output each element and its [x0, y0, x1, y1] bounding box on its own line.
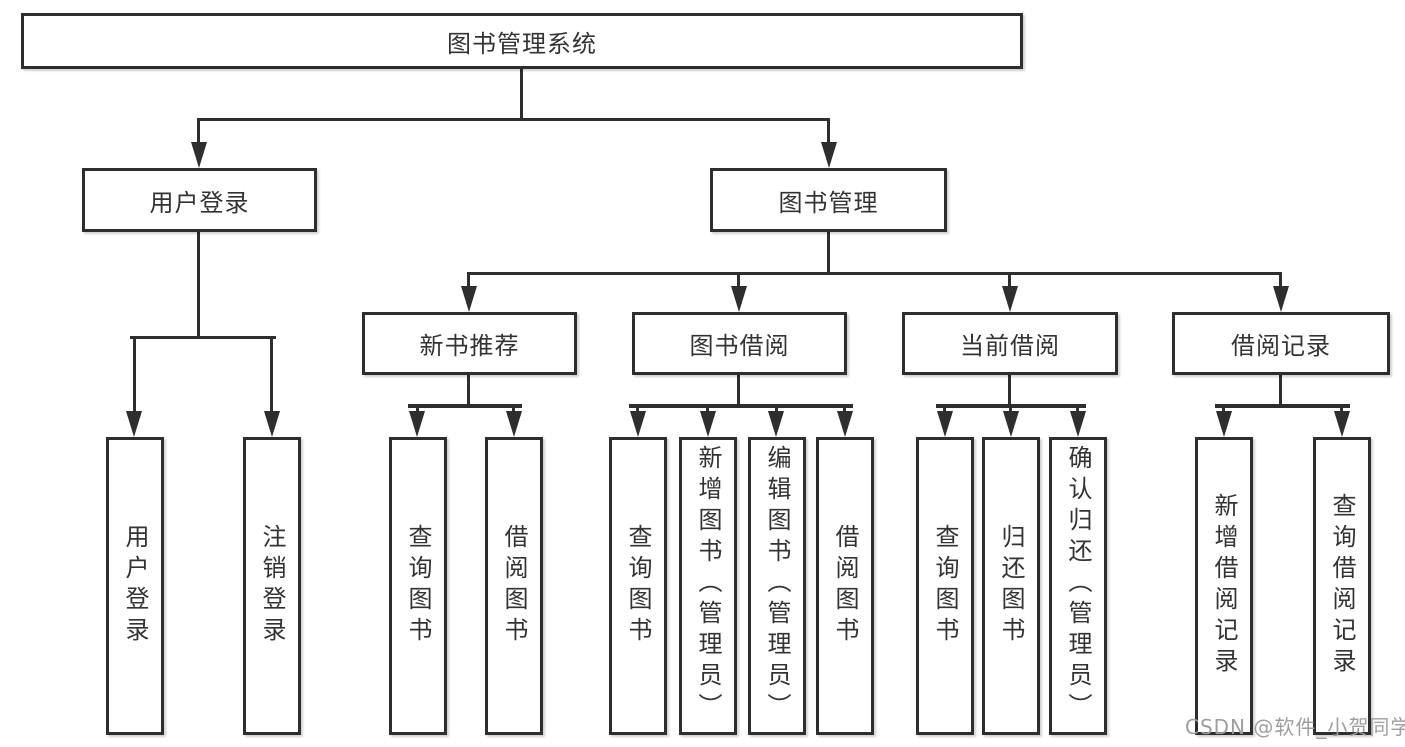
- leaf-query-borrow-record: 查询借阅记录: [1313, 437, 1371, 735]
- node-root-library-system: 图书管理系统: [21, 13, 1023, 69]
- leaf-label: 编辑图书（管理员）: [763, 445, 791, 724]
- arrow-down-icon: [409, 411, 425, 437]
- arrow-down-icon: [630, 411, 646, 437]
- leaf-label: 新增图书（管理员）: [694, 445, 722, 724]
- connector-line: [520, 69, 523, 121]
- node-label: 新书推荐: [419, 332, 520, 360]
- leaf-label: 借阅图书: [831, 524, 859, 648]
- arrow-down-icon: [837, 411, 853, 437]
- connector-line: [133, 338, 136, 412]
- arrow-down-icon: [1334, 411, 1350, 437]
- connector-line: [1008, 373, 1011, 406]
- connector-line: [1279, 373, 1282, 406]
- connector-line: [1222, 404, 1225, 413]
- leaf-label: 借阅图书: [500, 524, 528, 648]
- leaf-query-books-current: 查询图书: [916, 437, 974, 735]
- arrow-down-icon: [506, 411, 522, 437]
- leaf-confirm-return-admin: 确认归还（管理员）: [1049, 437, 1107, 735]
- connector-line: [197, 232, 200, 339]
- arrow-down-icon: [937, 411, 953, 437]
- leaf-return-books: 归还图书: [982, 437, 1040, 735]
- connector-line: [943, 404, 946, 413]
- connector-line: [467, 274, 470, 288]
- connector-line: [467, 272, 1282, 275]
- arrow-down-icon: [1216, 411, 1232, 437]
- connector-line: [775, 404, 778, 413]
- node-label: 图书借阅: [689, 332, 790, 360]
- connector-line: [270, 338, 273, 412]
- arrow-down-icon: [1273, 286, 1289, 312]
- arrow-down-icon: [700, 411, 716, 437]
- connector-line: [416, 404, 419, 413]
- connector-line: [1215, 404, 1350, 408]
- node-borrow-records: 借阅记录: [1172, 312, 1390, 375]
- node-new-book-recommend: 新书推荐: [362, 312, 577, 375]
- connector-line: [827, 120, 830, 146]
- connector-line: [130, 336, 276, 339]
- connector-line: [827, 232, 830, 275]
- connector-line: [737, 274, 740, 288]
- arrow-down-icon: [1003, 411, 1019, 437]
- connector-line: [1008, 274, 1011, 288]
- arrow-down-icon: [126, 411, 142, 437]
- arrow-down-icon: [461, 286, 477, 312]
- node-label: 图书管理: [778, 188, 879, 217]
- connector-line: [408, 404, 522, 408]
- leaf-query-books-newbook: 查询图书: [389, 437, 447, 735]
- connector-line: [737, 373, 740, 406]
- leaf-borrow-books: 借阅图书: [816, 437, 874, 735]
- connector-line: [1076, 404, 1079, 413]
- leaf-label: 查询借阅记录: [1328, 493, 1356, 679]
- csdn-watermark: CSDN @软件_小贺同学: [1185, 715, 1405, 739]
- arrow-down-icon: [768, 411, 784, 437]
- arrow-down-icon: [731, 286, 747, 312]
- leaf-query-books-borrow: 查询图书: [609, 437, 667, 735]
- leaf-label: 查询图书: [624, 524, 652, 648]
- node-current-borrowing: 当前借阅: [902, 312, 1118, 375]
- leaf-logout: 注销登录: [243, 437, 301, 735]
- arrow-down-icon: [191, 142, 207, 168]
- leaf-label: 确认归还（管理员）: [1064, 445, 1092, 724]
- node-label: 图书管理系统: [447, 29, 597, 58]
- node-user-login: 用户登录: [82, 168, 317, 232]
- connector-line: [197, 120, 200, 146]
- arrow-down-icon: [1002, 286, 1018, 312]
- node-book-borrowing: 图书借阅: [632, 312, 847, 375]
- leaf-label: 注销登录: [258, 524, 286, 648]
- arrow-down-icon: [821, 142, 837, 168]
- node-label: 用户登录: [149, 188, 250, 217]
- arrow-down-icon: [264, 411, 280, 437]
- node-label: 当前借阅: [960, 332, 1060, 360]
- leaf-add-borrow-record: 新增借阅记录: [1195, 437, 1253, 735]
- leaf-label: 用户登录: [121, 524, 149, 648]
- leaf-label: 新增借阅记录: [1210, 493, 1238, 679]
- connector-line: [512, 404, 515, 413]
- connector-line: [1279, 274, 1282, 288]
- leaf-user-login: 用户登录: [106, 437, 164, 735]
- leaf-borrow-books-newbook: 借阅图书: [485, 437, 543, 735]
- arrow-down-icon: [1070, 411, 1086, 437]
- leaf-label: 查询图书: [931, 524, 959, 648]
- leaf-label: 归还图书: [997, 524, 1025, 648]
- connector-line: [1009, 404, 1012, 413]
- node-label: 借阅记录: [1231, 332, 1331, 360]
- connector-line: [629, 404, 853, 408]
- node-book-management: 图书管理: [710, 168, 947, 232]
- connector-line: [843, 404, 846, 413]
- connector-line: [706, 404, 709, 413]
- leaf-add-books-admin: 新增图书（管理员）: [679, 437, 737, 735]
- leaf-edit-books-admin: 编辑图书（管理员）: [748, 437, 806, 735]
- leaf-label: 查询图书: [404, 524, 432, 648]
- connector-line: [467, 373, 470, 406]
- connector-line: [197, 118, 830, 121]
- connector-line: [1340, 404, 1343, 413]
- connector-line: [636, 404, 639, 413]
